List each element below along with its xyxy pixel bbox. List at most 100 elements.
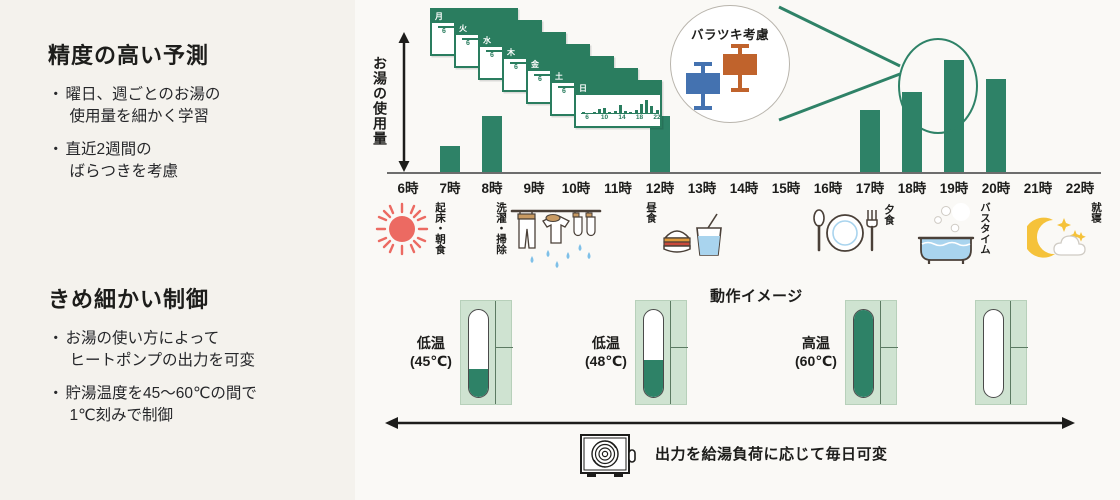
hour-tick-label: 17時 [855, 181, 885, 196]
tank-side-mark [669, 347, 688, 348]
heat-pump-unit-icon [580, 434, 636, 477]
tank-group [975, 300, 1028, 405]
calendar-card-placeholder-line [438, 26, 454, 28]
section1-title: 精度の高い予測 [48, 43, 210, 68]
hour-tick-label: 8時 [481, 181, 503, 196]
tank-label-line-2: (45℃) [410, 352, 452, 369]
activity-label-wakeup: 起床・朝食 [434, 202, 447, 255]
hour-tick-label: 20時 [981, 181, 1011, 196]
tank-side-mark [1010, 347, 1028, 348]
activity-lunch: 昼食 [645, 200, 725, 262]
tank-side-mark [494, 347, 513, 348]
tank-temperature-label: 低温(45℃) [410, 335, 452, 370]
mini-bar [650, 106, 654, 114]
bullet-line-2: 使用量を細かく学習 [69, 108, 210, 126]
tank-temperature-label: 高温(60℃) [795, 335, 837, 370]
activity-label-dinner: 夕食 [883, 204, 896, 225]
left-section-control: きめ細かい制御 ・ お湯の使い方によって ヒートポンプの出力を可変 ・ 貯湯温度… [48, 282, 257, 438]
left-section-prediction: 精度の高い予測 ・ 曜日、週ごとのお湯の 使用量を細かく学習 ・ 直近2週間の … [48, 38, 220, 194]
calendar-card-day-label: 水 [480, 34, 564, 47]
calendar-card-tick-label: 6 [585, 114, 589, 121]
tank-divider [1010, 301, 1011, 404]
bullet-marker: ・ [48, 86, 64, 103]
lunch-icon [663, 213, 722, 256]
bullet-line-2: ヒートポンプの出力を可変 [69, 352, 256, 370]
tank-label-line-1: 低温 [416, 335, 445, 351]
mini-bar [639, 104, 643, 114]
water-tank [844, 300, 898, 405]
calendar-card-placeholder-number: 6 [562, 88, 566, 95]
hour-tick-label: 21時 [1023, 181, 1053, 196]
usage-bar [650, 116, 670, 172]
sleep-icon [1027, 217, 1086, 258]
section2-bullet-1: ・ お湯の使い方によって ヒートポンプの出力を可変 [48, 328, 257, 373]
hour-tick-label: 15時 [771, 181, 801, 196]
y-axis-label: お湯の使用量 [372, 55, 388, 146]
variance-bubble: バラツキ考慮 [670, 5, 790, 123]
hour-tick-label: 10時 [561, 181, 591, 196]
laundry-icon [510, 209, 602, 268]
calendar-card-placeholder-number: 6 [466, 40, 470, 47]
usage-bar [440, 146, 460, 172]
hour-tick-label: 19時 [939, 181, 969, 196]
calendar-card-tick-label: 10 [600, 114, 609, 121]
calendar-card-placeholder-line [462, 38, 478, 40]
bullet-line-1: 直近2週間の [65, 140, 152, 158]
calendar-card-placeholder-line [534, 74, 550, 76]
tank-gauge-tube [852, 309, 874, 398]
tank-side-mark [879, 347, 898, 348]
hour-tick-label: 6時 [397, 181, 419, 196]
activity-label-lunch: 昼食 [645, 202, 658, 223]
calendar-card-day-label: 金 [528, 58, 612, 71]
bottom-range-arrow-icon [385, 417, 1075, 429]
bullet-marker: ・ [48, 140, 64, 158]
tank-label-line-1: 高温 [801, 335, 830, 351]
tank-label-line-2: (48℃) [585, 352, 627, 369]
usage-bar [986, 79, 1006, 172]
activity-laundry: 洗濯・掃除 [495, 200, 602, 272]
bullet-line-1: 曜日、週ごとのお湯の [65, 86, 221, 103]
mini-bar [608, 111, 612, 114]
activity-label-laundry: 洗濯・掃除 [495, 202, 508, 255]
tank-gauge-fill [468, 369, 488, 397]
calendar-card-placeholder-number: 6 [442, 28, 446, 35]
y-axis-label-wrap: お湯の使用量 [368, 28, 392, 173]
bullet-line-1: お湯の使い方によって [65, 330, 220, 347]
calendar-card-placeholder-number: 6 [514, 64, 518, 71]
calendar-card-placeholder-line [510, 62, 526, 64]
activity-sleep: 就寝 [1027, 200, 1103, 262]
hour-tick-label: 7時 [439, 181, 461, 196]
bullet-marker: ・ [48, 330, 64, 347]
hour-tick-label: 22時 [1065, 181, 1095, 196]
activity-label-bath: バスタイム [979, 202, 992, 255]
spotlight-circle [898, 38, 978, 134]
mini-bar [613, 110, 617, 114]
orange-boxplot [723, 44, 757, 92]
hour-tick-label: 16時 [813, 181, 843, 196]
water-tank [975, 300, 1028, 405]
activity-label-sleep: 就寝 [1090, 202, 1103, 223]
usage-bar [860, 110, 880, 172]
tank-row: 低温(45℃)低温 (48℃) 高温(60℃) [355, 300, 1120, 415]
mini-bar [645, 100, 649, 114]
bullet-line-2: ばらつきを考慮 [69, 163, 179, 181]
water-tank [459, 300, 513, 405]
section1-bullet-1: ・ 曜日、週ごとのお湯の 使用量を細かく学習 [48, 84, 220, 129]
tank-gauge-tube [983, 309, 1004, 398]
calendar-card-day-label: 土 [552, 70, 636, 83]
hour-tick-label: 12時 [645, 181, 675, 196]
mini-bar [624, 110, 628, 114]
bullet-line-2: 1℃刻みで制御 [69, 407, 174, 425]
section2-title: きめ細かい制御 [48, 287, 210, 312]
hour-tick-label: 18時 [897, 181, 927, 196]
mini-bar [603, 107, 607, 114]
mini-bar [618, 105, 622, 114]
bullet-marker: ・ [48, 384, 64, 402]
tank-label-line-2: (60℃) [795, 352, 837, 369]
chart-baseline [387, 172, 1101, 174]
